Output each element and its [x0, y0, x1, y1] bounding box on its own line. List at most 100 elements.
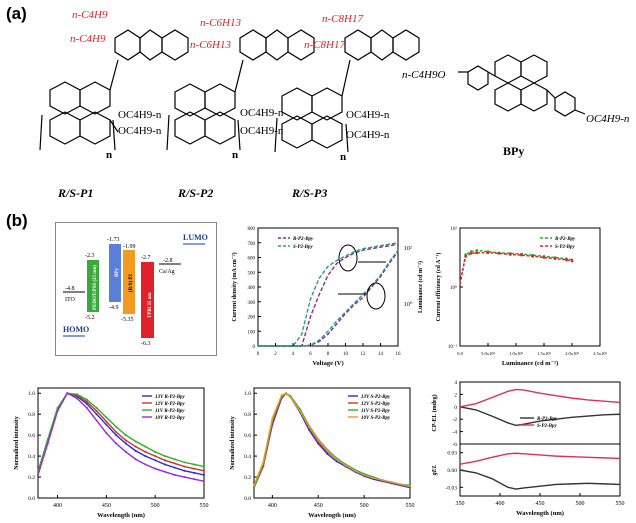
p1-oalkyl-1: OC4H9-n: [118, 109, 162, 121]
y-axis-label: CP-EL (mdeg): [431, 394, 438, 431]
spectrum-marker: [105, 416, 108, 419]
spectrum-marker: [183, 469, 186, 472]
spectrum-marker: [85, 402, 88, 405]
legend-label: 11V S-P2-Bpy: [361, 409, 391, 414]
pedot-bottom: -5.2: [85, 315, 95, 321]
x-tick-label: 400: [496, 501, 505, 507]
x-tick-label: 450: [536, 501, 545, 507]
spectrum-marker: [193, 463, 196, 466]
caption-p1: R/S-P1: [58, 186, 94, 200]
spectrum-marker: [76, 393, 79, 396]
x-tick-label: 500: [576, 501, 585, 507]
bpy-top: -1.73: [107, 237, 120, 243]
spectrum-marker: [134, 445, 137, 448]
spectrum-line-3: [37, 392, 205, 482]
panel-label-a: (a): [6, 4, 27, 23]
tpbi-bar: [141, 262, 154, 338]
spectrum-marker: [85, 400, 88, 403]
p2-bar: [123, 250, 135, 314]
legend-label: 13V S-P2-Bpy: [361, 395, 391, 400]
spectrum-marker: [409, 485, 411, 488]
p3-oalkyl-2: OC4H9-n: [346, 129, 390, 141]
bpy-bottom: -4.9: [109, 305, 119, 311]
bpy-layer: BPy: [115, 268, 120, 277]
p2-alkyl-2: n-C6H13: [190, 39, 231, 51]
spectrum-marker: [203, 465, 205, 468]
spectrum-marker: [115, 442, 118, 445]
spectrum-marker: [262, 461, 265, 464]
spectrum-marker: [56, 410, 59, 413]
efficiency-line-0: [459, 249, 573, 285]
x-tick-label: 400: [268, 503, 277, 509]
spectrum-marker: [154, 459, 157, 462]
caag-level: -2.8: [163, 258, 173, 264]
spectrum-marker: [381, 479, 384, 482]
efficiency-marker: [570, 259, 574, 263]
x-tick-label: 6: [309, 352, 312, 357]
p1-alkyl-1: n-C4H9: [72, 9, 108, 21]
p2-top: -1.99: [123, 244, 136, 250]
y-tick-label: 0.8: [28, 412, 35, 418]
x-tick-label: 500: [151, 503, 160, 509]
x-tick-label: 8: [327, 352, 330, 357]
y-tick-label: 300: [248, 301, 256, 306]
y-tick-label: 1.0: [28, 391, 35, 397]
x-tick-label: 4: [292, 352, 295, 357]
pedot-bar: [87, 260, 99, 312]
y-tick-label: 0: [253, 345, 256, 350]
x-tick-label: 2.5x10³: [593, 351, 607, 356]
x-tick-label: 12: [361, 352, 367, 357]
structure-bpy: [458, 54, 586, 117]
y-tick-label: 100: [248, 330, 256, 335]
y-axis-label: Current efficiency (cd A⁻¹): [435, 253, 442, 322]
spectrum-marker: [46, 442, 49, 445]
y-tick-label: 0.8: [244, 412, 251, 418]
caag-label: Ca/Ag: [159, 269, 175, 275]
x-tick-label: 5.0x10²: [481, 351, 495, 356]
spectrum-marker: [173, 466, 176, 469]
spectrum-marker: [124, 439, 127, 442]
x-tick-label: 1.5x10³: [537, 351, 551, 356]
ito-label: ITO: [65, 297, 76, 303]
spectrum-marker: [95, 410, 98, 413]
y-tick-label: -2: [452, 417, 457, 423]
spectrum-marker: [115, 431, 118, 433]
spectrum-marker: [95, 419, 98, 422]
legend-label: 10V S-P2-Bpy: [361, 416, 391, 421]
legend-label: 12V R-P2-Bpy: [155, 402, 186, 407]
spectrum-marker: [134, 458, 137, 461]
y-tick-label: 0.4: [28, 454, 35, 460]
legend-label: R-P2-Bpy: [537, 417, 558, 422]
x-tick-label: 0.0: [457, 351, 463, 356]
spectrum-marker: [134, 449, 137, 452]
y-tick-label: 0.4: [244, 454, 251, 460]
spectrum-marker: [144, 455, 147, 458]
x-axis-label: Wavelength (nm): [308, 512, 356, 519]
spectrum-marker: [85, 406, 88, 409]
p1-n: n: [106, 149, 112, 161]
efficiency-marker: [520, 253, 523, 257]
spectrum-marker: [105, 423, 108, 426]
spectrum-marker: [372, 477, 375, 480]
bpy-left-group: n-C4H9O: [402, 69, 445, 81]
efficiency-marker: [469, 252, 473, 255]
spectrum-marker: [163, 455, 166, 458]
spectrum-marker: [183, 476, 186, 479]
p1-oalkyl-2: OC4H9-n: [118, 125, 162, 137]
cpel-line-0: [459, 406, 621, 427]
x-tick-label: 550: [406, 503, 415, 509]
p3-oalkyl-1: OC4H9-n: [346, 109, 390, 121]
x-axis-label: Voltage (V): [312, 360, 343, 367]
y-axis-label-2: gEL: [432, 464, 438, 476]
y-tick-label: 400: [248, 286, 256, 291]
y2-tick-label: 10⁰: [404, 301, 413, 308]
structure-p1: [39, 29, 189, 151]
spectrum-marker: [326, 449, 329, 452]
y-tick-label: 0.0: [28, 496, 35, 502]
spectrum-marker: [399, 483, 402, 486]
p2-alkyl-1: n-C6H13: [200, 17, 241, 29]
y-tick-label: -0.03: [446, 485, 458, 491]
spectrum-marker: [253, 486, 255, 489]
